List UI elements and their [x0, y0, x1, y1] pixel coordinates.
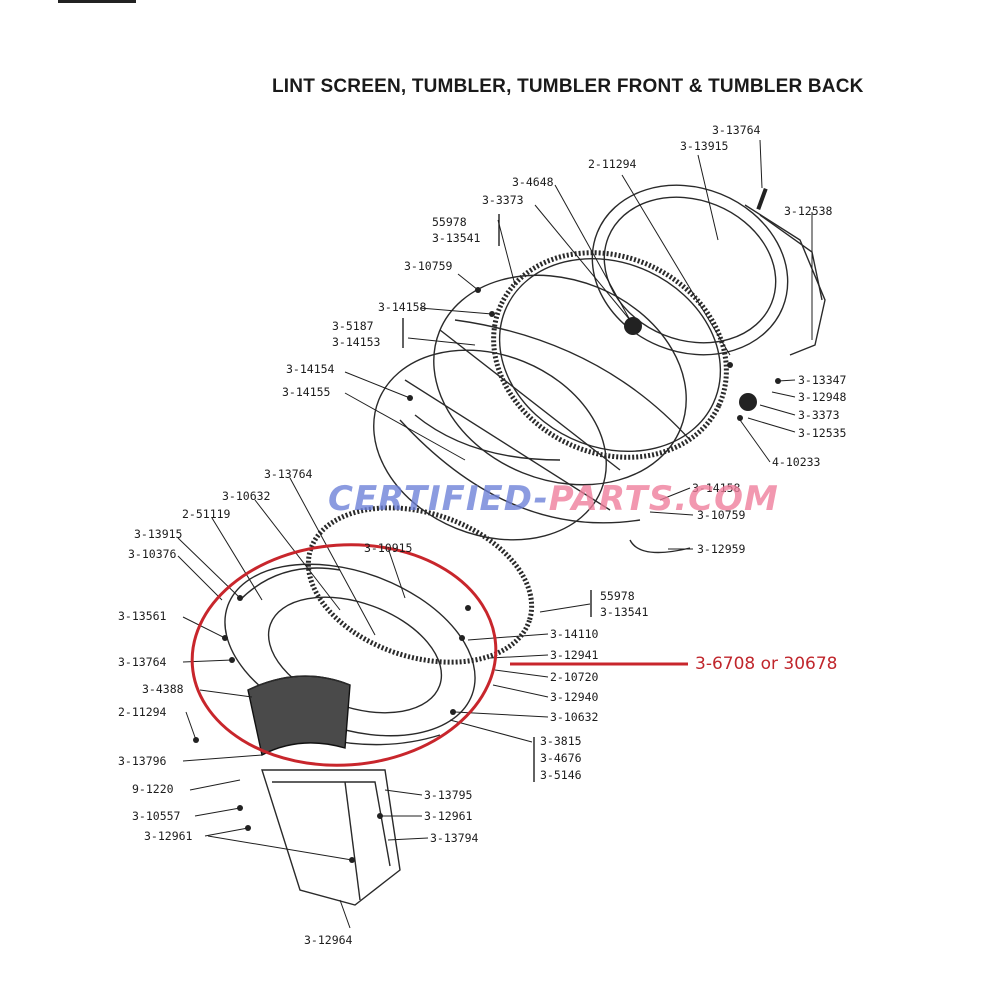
- part-label: 3-13796: [118, 754, 167, 768]
- leader-lines: [177, 139, 813, 929]
- watermark: CERTIFIED-PARTS.COM: [328, 479, 779, 519]
- part-label: 3-10376: [128, 547, 177, 561]
- part-label: 3-12941: [550, 648, 599, 662]
- part-label: 3-13541: [432, 231, 481, 245]
- part-label: 55978: [600, 589, 635, 603]
- part-label: 3-14158: [378, 300, 427, 314]
- part-label: 3-12959: [697, 542, 746, 556]
- lint-screen: [247, 675, 351, 757]
- brackets: [402, 214, 592, 782]
- tumbler-back: [591, 184, 826, 356]
- part-label: 3-3815: [540, 734, 582, 748]
- part-label: 55978: [432, 215, 467, 229]
- part-label: 9-1220: [132, 782, 174, 796]
- part-label: 3-10759: [404, 259, 453, 273]
- part-label: 3-14110: [550, 627, 599, 641]
- part-label: 3-10557: [132, 809, 181, 823]
- part-labels: 3-13764 3-13915 2-11294 3-4648 3-3373 3-…: [118, 123, 847, 947]
- part-label: 3-10915: [364, 541, 412, 555]
- part-label: 3-10632: [550, 710, 598, 724]
- watermark-part2: PARTS.COM: [549, 479, 779, 519]
- part-label: 4-10233: [772, 455, 821, 469]
- tumbler-drum: [373, 274, 691, 541]
- part-label: 3-13764: [712, 123, 761, 137]
- part-label: 3-3373: [482, 193, 524, 207]
- part-label: 3-13561: [118, 609, 167, 623]
- part-label: 3-4388: [142, 682, 184, 696]
- part-label: 3-13347: [798, 373, 847, 387]
- red-highlight: [190, 543, 688, 767]
- part-label: 3-10759: [697, 508, 746, 522]
- part-label: 3-14158: [692, 481, 741, 495]
- part-label: 3-12948: [798, 390, 847, 404]
- part-label: 3-12961: [424, 809, 473, 823]
- part-label: 3-13764: [264, 467, 313, 481]
- top-rule: [58, 0, 136, 3]
- part-label: 3-13764: [118, 655, 167, 669]
- part-label: 3-5146: [540, 768, 582, 782]
- part-label: 3-13915: [134, 527, 182, 541]
- part-label: 3-12964: [304, 933, 353, 947]
- part-label: 3-10632: [222, 489, 270, 503]
- part-label: 3-13795: [424, 788, 472, 802]
- diagram-title: LINT SCREEN, TUMBLER, TUMBLER FRONT & TU…: [272, 76, 864, 97]
- part-label: 2-11294: [118, 705, 167, 719]
- part-label: 3-3373: [798, 408, 840, 422]
- part-label: 3-13794: [430, 831, 479, 845]
- replacement-part-callout: 3-6708 or 30678: [695, 654, 838, 674]
- part-label: 3-4676: [540, 751, 582, 765]
- rear-felt-seal: [491, 250, 729, 460]
- part-label: 3-4648: [512, 175, 554, 189]
- part-label: 3-14153: [332, 335, 381, 349]
- wire: [629, 539, 691, 554]
- part-label: 3-13915: [680, 139, 728, 153]
- part-label: 3-14154: [286, 362, 335, 376]
- part-label: 3-12538: [784, 204, 833, 218]
- watermark-part1: CERTIFIED-: [328, 479, 549, 519]
- part-label: 3-14155: [282, 385, 330, 399]
- part-label: 2-11294: [588, 157, 637, 171]
- part-label: 3-12940: [550, 690, 599, 704]
- tumbler-front: [224, 563, 476, 746]
- part-label: 3-13541: [600, 605, 649, 619]
- part-label: 3-5187: [332, 319, 374, 333]
- part-label: 3-12961: [144, 829, 193, 843]
- lint-duct: [261, 769, 401, 906]
- part-label: 3-12535: [798, 426, 846, 440]
- hardware: [193, 187, 781, 863]
- part-label: 2-10720: [550, 670, 599, 684]
- part-label: 2-51119: [182, 507, 231, 521]
